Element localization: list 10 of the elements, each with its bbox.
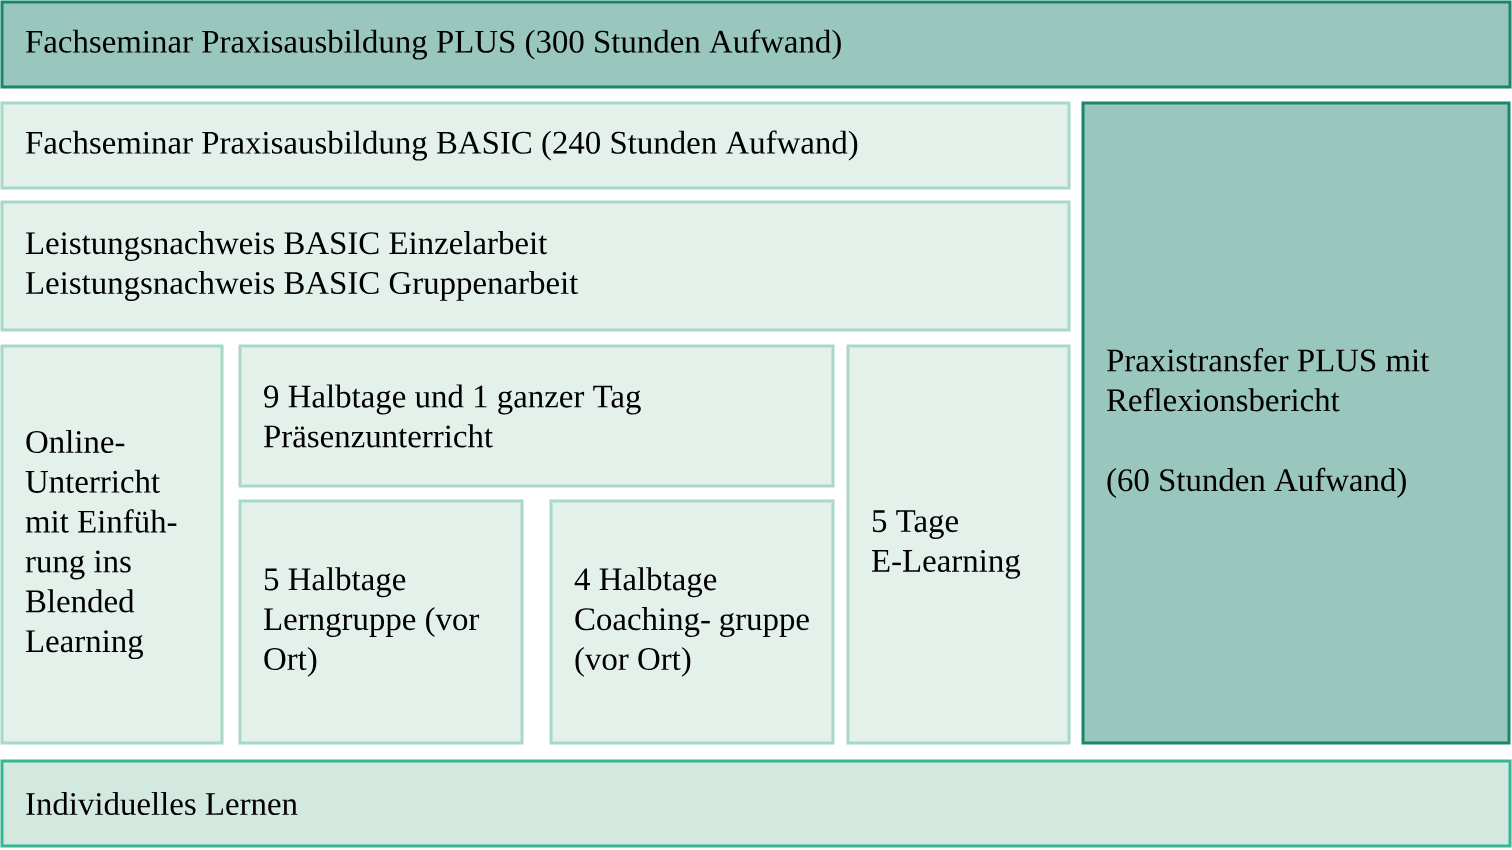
highlight-box: Praxistransfer PLUS mit Reflexionsbericht (60 Stunden Aufwand) [1081, 101, 1511, 745]
text-box: Leistungsnachweis BASIC Einzelarbeit Leistungsnachweis BASIC Gruppenarbeit [0, 200, 1071, 332]
text-box: Online- Unterricht mit Einfüh- rung ins Blended Learning [0, 344, 224, 745]
footer-band: Individuelles Lernen [0, 759, 1512, 848]
text-box: 4 Halbtage Coaching- gruppe (vor Ort) [549, 499, 835, 745]
text-box: 5 Tage E-Learning [846, 344, 1071, 745]
text-box: 9 Halbtage und 1 ganzer Tag Präsenzunterricht [238, 344, 835, 488]
highlight-box: Fachseminar Praxisausbildung PLUS (300 Stunden Aufwand) [0, 0, 1512, 89]
text-box: 5 Halbtage Lerngruppe (vor Ort) [238, 499, 524, 745]
text-box: Fachseminar Praxisausbildung BASIC (240 Stunden Aufwand) [0, 101, 1071, 190]
